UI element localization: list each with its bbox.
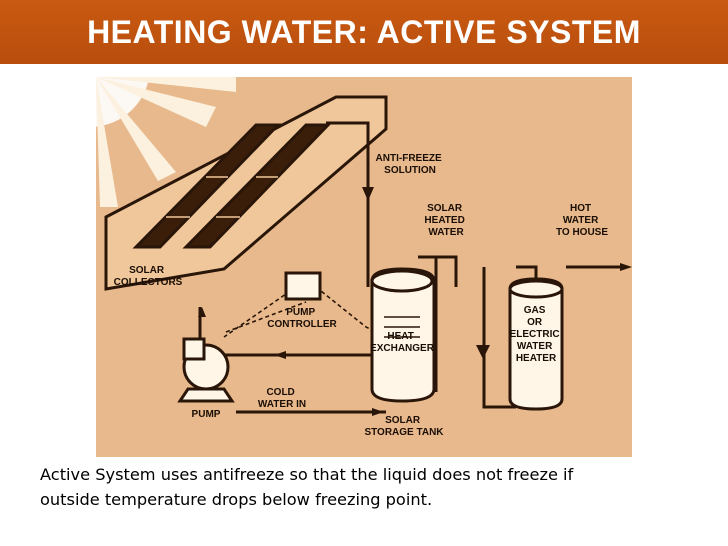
label-solar-collectors: SOLAR COLLECTORS [114,265,183,288]
sun-glow [96,77,236,207]
label-solar-heated-water: SOLAR HEATED WATER [424,203,467,238]
label-storage-tank: SOLAR STORAGE TANK [364,415,444,438]
slide-title: HEATING WATER: ACTIVE SYSTEM [87,14,641,50]
water-heater [508,277,564,411]
label-pump: PUMP [192,409,221,420]
storage-tank [370,267,436,403]
caption: Active System uses antifreeze so that th… [40,462,720,512]
diagram-labels: SOLAR COLLECTORS ANTI-FREEZE SOLUTION SO… [114,153,609,438]
label-hot-water: HOT WATER TO HOUSE [556,203,608,238]
label-heat-exchanger: HEAT EXCHANGER [370,331,435,354]
title-bar [0,0,728,64]
label-pump-controller: PUMP CONTROLLER [267,307,337,330]
caption-line-2: outside temperature drops below freezing… [40,490,433,509]
active-solar-system-diagram: SOLAR COLLECTORS ANTI-FREEZE SOLUTION SO… [96,77,632,457]
label-anti-freeze: ANTI-FREEZE SOLUTION [376,153,445,176]
label-gas-electric: GAS OR ELECTRIC WATER HEATER [510,305,563,364]
caption-line-1: Active System uses antifreeze so that th… [40,465,574,484]
pump-controller-box [284,271,322,301]
flow-arrows [198,187,632,416]
solar-collectors [132,123,332,249]
pump [177,337,235,403]
label-cold-water: COLD WATER IN [258,387,306,410]
